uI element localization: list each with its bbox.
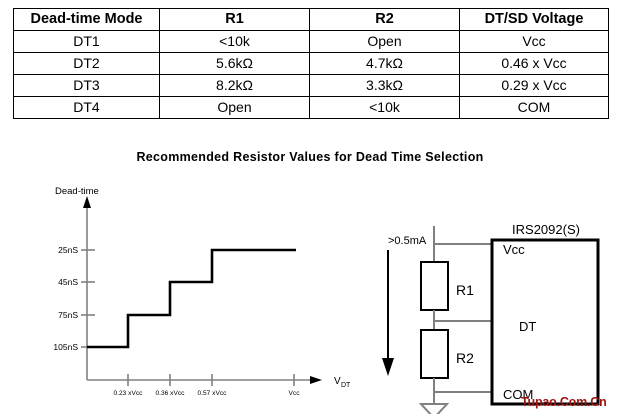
chart-step-series bbox=[87, 248, 296, 349]
ic-body bbox=[490, 238, 600, 406]
chart-y-ticklabel-0: 25nS bbox=[58, 245, 78, 255]
cell-r2: 3.3kΩ bbox=[309, 74, 460, 97]
cell-r1: <10k bbox=[159, 30, 310, 53]
cell-mode: DT2 bbox=[13, 52, 160, 75]
ground-icon bbox=[418, 403, 450, 414]
chart-y-axis-label: Dead-time bbox=[55, 186, 99, 197]
cell-voltage: 0.29 x Vcc bbox=[459, 74, 609, 97]
cell-r2: <10k bbox=[309, 96, 460, 119]
dead-time-step-chart: Dead-time V DT 25nS 45nS 75nS 105nS 0.23… bbox=[53, 186, 351, 397]
chart-x-ticklabel-0: 0.23 xVcc bbox=[114, 390, 144, 397]
current-arrow-head bbox=[382, 358, 394, 376]
resistor-r1-symbol bbox=[420, 261, 449, 311]
dead-time-table-container: Dead-time Mode R1 R2 DT/SD Voltage DT1 <… bbox=[13, 8, 609, 119]
resistor-r1-label: R1 bbox=[456, 282, 474, 298]
pin-label-vcc: Vcc bbox=[503, 242, 525, 257]
resistor-r2-symbol bbox=[420, 329, 449, 379]
table-row: DT2 5.6kΩ 4.7kΩ 0.46 x Vcc bbox=[13, 52, 609, 75]
column-header-r2: R2 bbox=[309, 8, 460, 31]
table-header-row: Dead-time Mode R1 R2 DT/SD Voltage bbox=[13, 8, 609, 31]
chart-x-axis-arrow bbox=[310, 376, 322, 384]
chart-x-axis-label-sub: DT bbox=[341, 382, 351, 389]
cell-mode: DT1 bbox=[13, 30, 160, 53]
cell-voltage: Vcc bbox=[459, 30, 609, 53]
cell-r2: Open bbox=[309, 30, 460, 53]
cell-r1: Open bbox=[159, 96, 310, 119]
resistor-r2-label: R2 bbox=[456, 350, 474, 366]
chart-x-axis-label: V bbox=[334, 376, 341, 387]
pin-label-dt: DT bbox=[519, 319, 536, 334]
pin-label-com: COM bbox=[503, 387, 533, 402]
cell-mode: DT4 bbox=[13, 96, 160, 119]
cell-r2: 4.7kΩ bbox=[309, 52, 460, 75]
chart-x-ticklabel-2: 0.57 xVcc bbox=[198, 390, 228, 397]
cell-voltage: 0.46 x Vcc bbox=[459, 52, 609, 75]
chart-y-ticklabel-2: 75nS bbox=[58, 310, 78, 320]
chart-y-ticklabel-3: 105nS bbox=[53, 342, 78, 352]
column-header-mode: Dead-time Mode bbox=[13, 8, 160, 31]
ic-label: IRS2092(S) bbox=[512, 222, 580, 237]
chart-y-ticklabel-1: 45nS bbox=[58, 277, 78, 287]
cell-r1: 5.6kΩ bbox=[159, 52, 310, 75]
dead-time-table: Dead-time Mode R1 R2 DT/SD Voltage DT1 <… bbox=[13, 8, 609, 119]
figure-caption: Recommended Resistor Values for Dead Tim… bbox=[136, 150, 484, 164]
cell-r1: 8.2kΩ bbox=[159, 74, 310, 97]
current-label: >0.5mA bbox=[388, 235, 427, 247]
table-row: DT1 <10k Open Vcc bbox=[13, 30, 609, 53]
figure-area: Dead-time V DT 25nS 45nS 75nS 105nS 0.23… bbox=[0, 182, 620, 414]
table-row: DT3 8.2kΩ 3.3kΩ 0.29 x Vcc bbox=[13, 74, 609, 97]
chart-x-ticklabel-3: Vcc bbox=[289, 390, 301, 397]
table-row: DT4 Open <10k COM bbox=[13, 96, 609, 119]
chart-x-ticklabel-1: 0.36 xVcc bbox=[156, 390, 186, 397]
column-header-voltage: DT/SD Voltage bbox=[459, 8, 609, 31]
cell-mode: DT3 bbox=[13, 74, 160, 97]
cell-voltage: COM bbox=[459, 96, 609, 119]
watermark: Tupao.Com.Cn bbox=[521, 395, 607, 409]
chart-y-axis-arrow bbox=[83, 196, 91, 208]
circuit-diagram: >0.5mA R1 R2 IRS2092(S) Vcc DT COM bbox=[382, 222, 600, 414]
column-header-r1: R1 bbox=[159, 8, 310, 31]
